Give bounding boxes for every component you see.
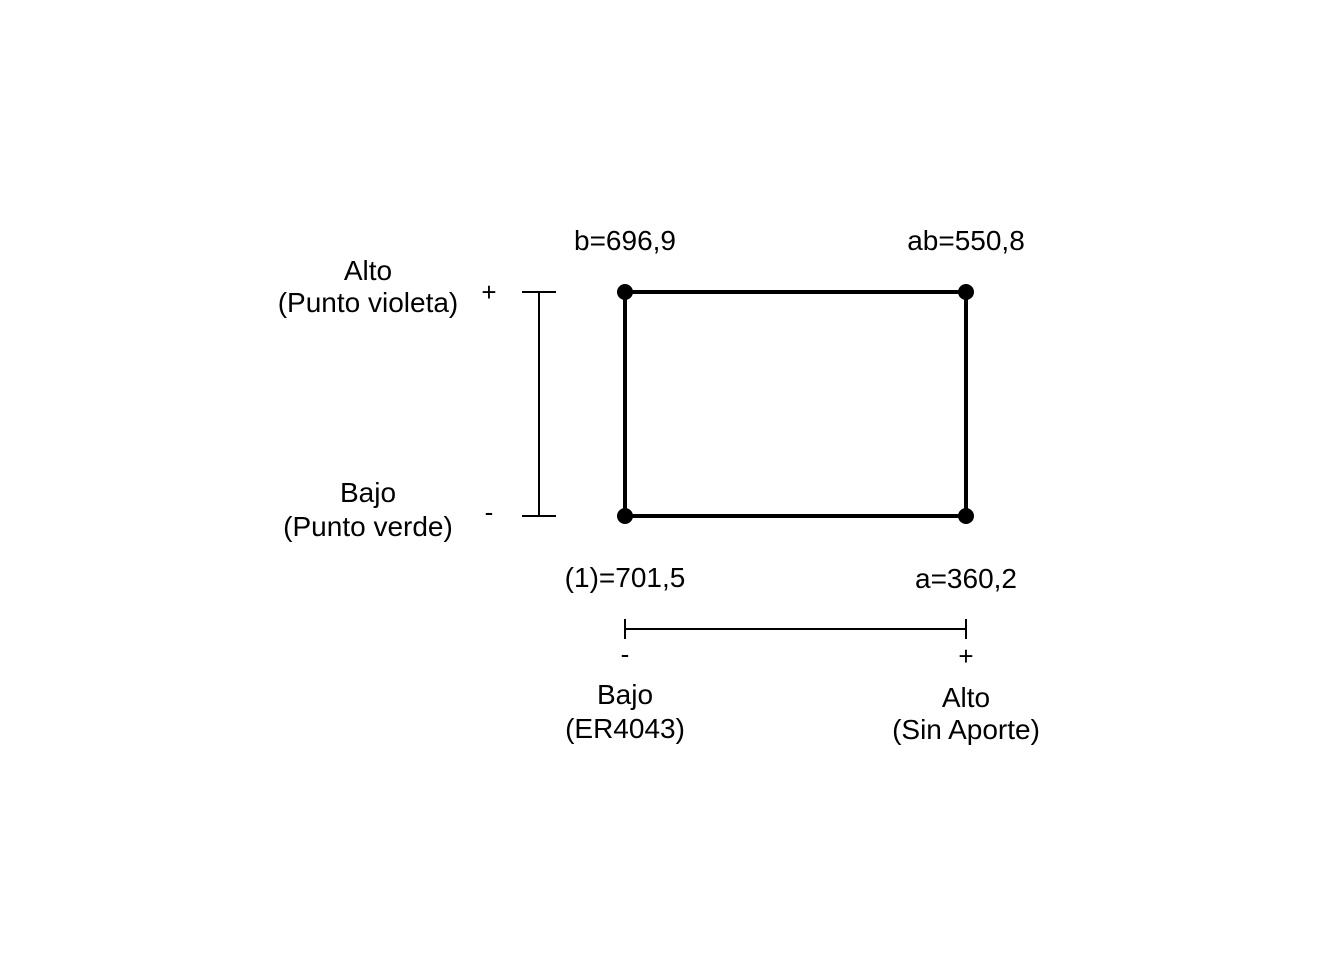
vertical-low-detail: (Punto verde) <box>283 511 453 542</box>
horizontal-high-sign: + <box>958 641 974 671</box>
horizontal-axis <box>624 619 967 639</box>
corner-label-top-right: ab=550,8 <box>907 225 1025 256</box>
vertical-low-sign: - <box>484 497 494 527</box>
horizontal-low-detail: (ER4043) <box>565 713 685 744</box>
corner-label-bottom-left: (1)=701,5 <box>564 562 686 593</box>
vertical-low-label: Bajo <box>339 477 397 508</box>
horizontal-low-label: Bajo <box>596 679 654 710</box>
corner-point-b <box>617 284 633 300</box>
horizontal-high-label: Alto <box>941 682 991 713</box>
corner-point-ab <box>958 284 974 300</box>
corner-label-top-left: b=696,9 <box>574 225 676 256</box>
horizontal-high-detail: (Sin Aporte) <box>892 714 1040 745</box>
design-square <box>623 290 968 518</box>
vertical-high-label: Alto <box>343 255 393 286</box>
corner-label-bottom-right: a=360,2 <box>915 563 1017 594</box>
corner-point-1 <box>617 508 633 524</box>
vertical-axis <box>522 291 556 517</box>
corner-point-a <box>958 508 974 524</box>
vertical-high-sign: + <box>481 277 497 307</box>
horizontal-low-sign: - <box>620 639 630 669</box>
vertical-high-detail: (Punto violeta) <box>277 287 459 318</box>
